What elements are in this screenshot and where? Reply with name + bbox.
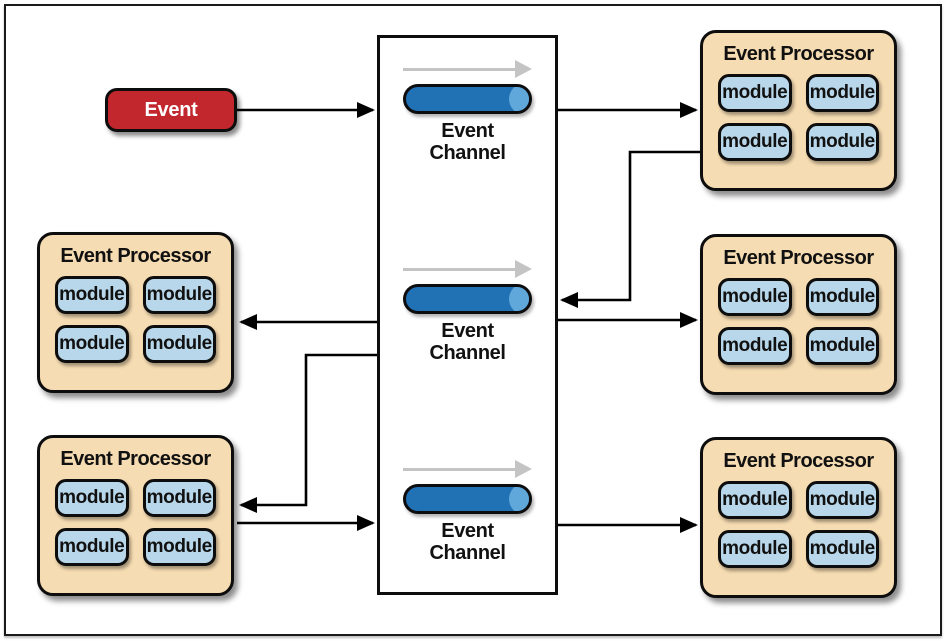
module-box: module (142, 479, 216, 517)
module-box: module (718, 74, 792, 112)
channel-label: Event Channel (429, 120, 506, 164)
module-box: module (805, 530, 879, 568)
event-processor-right-top: Event Processor module module module mod… (700, 30, 897, 191)
module-box: module (718, 123, 792, 161)
event-channel-1: Event Channel (403, 60, 532, 164)
module-box: module (142, 276, 216, 314)
channel-label: Event Channel (429, 520, 506, 564)
event-processor-right-bottom: Event Processor module module module mod… (700, 437, 897, 598)
event-node: Event (105, 88, 237, 132)
event-processor-right-middle: Event Processor module module module mod… (700, 234, 897, 395)
event-channel-2: Event Channel (403, 260, 532, 364)
flow-arrow-icon (403, 60, 532, 78)
channel-pipe-icon (403, 284, 532, 314)
module-box: module (55, 479, 129, 517)
processor-title: Event Processor (723, 247, 874, 269)
flow-arrow-icon (403, 260, 532, 278)
channel-pipe-cap (509, 287, 529, 311)
module-box: module (805, 278, 879, 316)
module-grid: module module module module (703, 74, 894, 161)
event-processor-left-middle: Event Processor module module module mod… (37, 232, 234, 393)
module-grid: module module module module (40, 479, 231, 566)
module-box: module (718, 481, 792, 519)
event-processor-left-bottom: Event Processor module module module mod… (37, 435, 234, 596)
module-box: module (718, 278, 792, 316)
event-node-label: Event (144, 98, 198, 121)
module-box: module (805, 481, 879, 519)
module-box: module (142, 528, 216, 566)
processor-title: Event Processor (723, 43, 874, 65)
channel-label: Event Channel (429, 320, 506, 364)
module-box: module (805, 327, 879, 365)
channel-pipe-icon (403, 84, 532, 114)
module-box: module (55, 276, 129, 314)
module-box: module (805, 123, 879, 161)
module-grid: module module module module (703, 481, 894, 568)
module-box: module (55, 528, 129, 566)
module-box: module (718, 530, 792, 568)
module-box: module (55, 325, 129, 363)
module-box: module (142, 325, 216, 363)
channel-pipe-cap (509, 87, 529, 111)
module-grid: module module module module (40, 276, 231, 363)
event-channel-box: Event Channel Event Channel Event Channe… (377, 35, 558, 595)
event-channel-3: Event Channel (403, 460, 532, 564)
channel-pipe-icon (403, 484, 532, 514)
channel-pipe-cap (509, 487, 529, 511)
module-box: module (718, 327, 792, 365)
processor-title: Event Processor (723, 450, 874, 472)
module-box: module (805, 74, 879, 112)
processor-title: Event Processor (60, 448, 211, 470)
module-grid: module module module module (703, 278, 894, 365)
processor-title: Event Processor (60, 245, 211, 267)
flow-arrow-icon (403, 460, 532, 478)
